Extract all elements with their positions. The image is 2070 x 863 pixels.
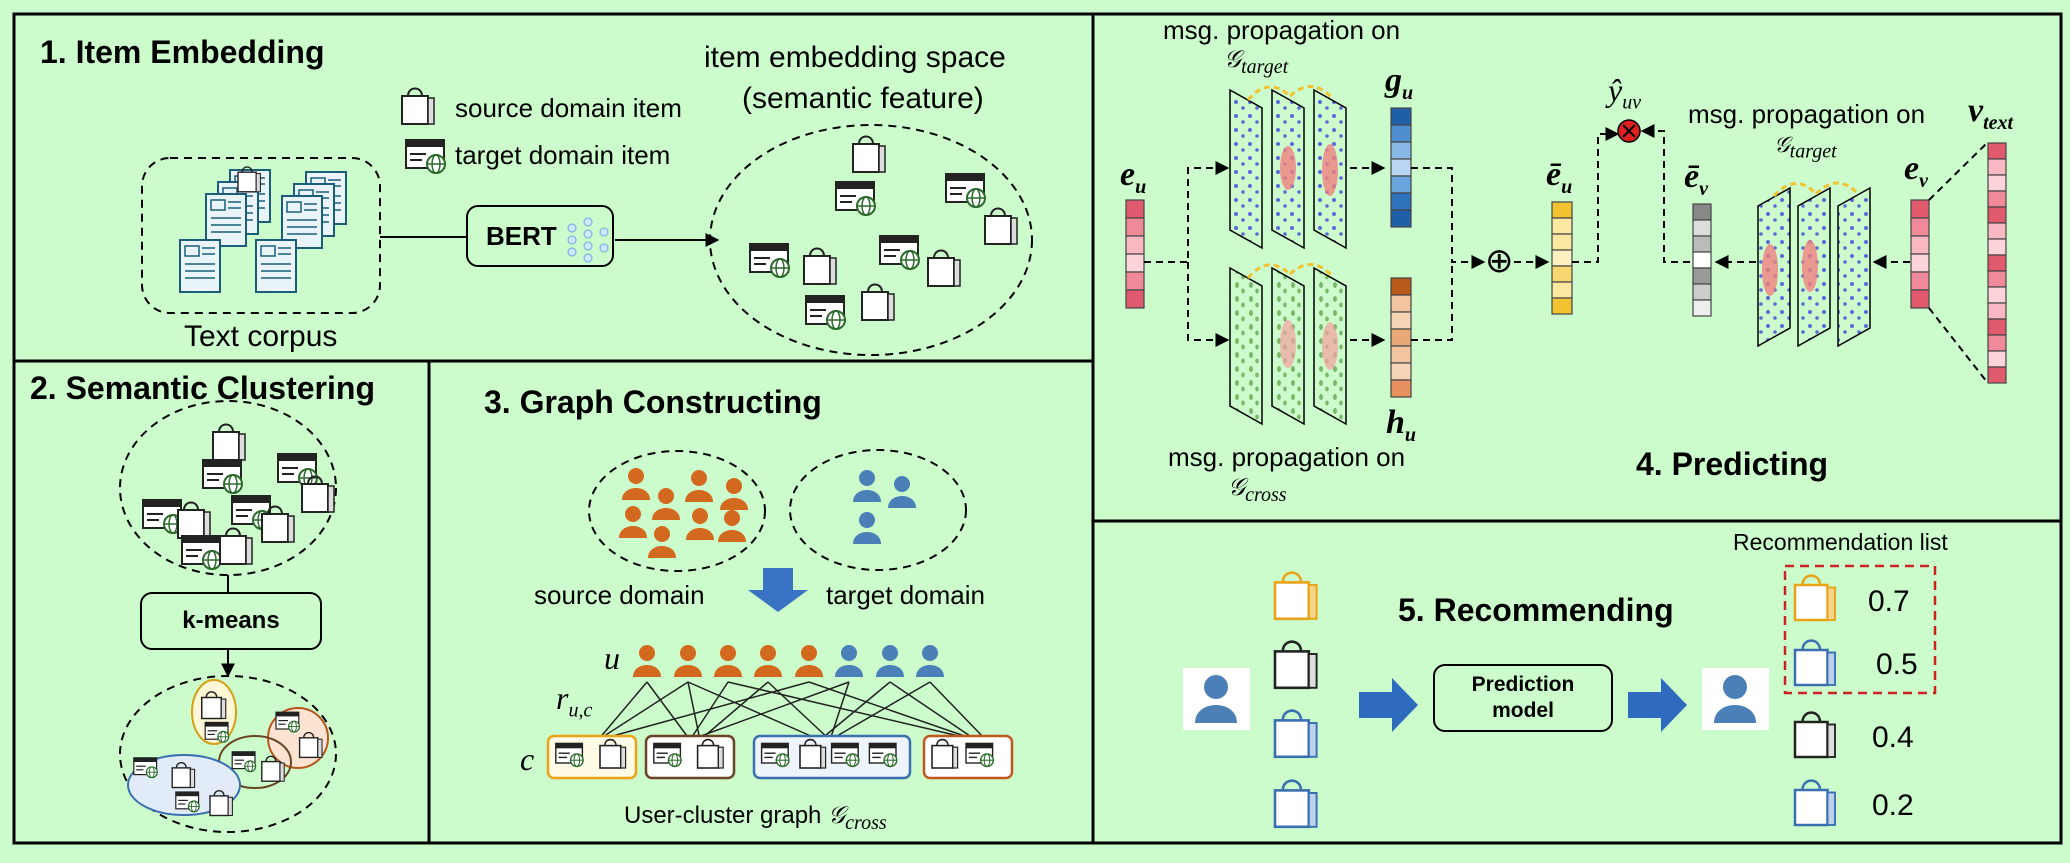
h-u-vector [1390,277,1412,398]
eu-to-score-arrow [1572,127,1620,263]
kmeans-box: k-means [140,592,322,650]
bert-label: BERT [486,220,557,251]
top-k-highlight-box [1783,564,1937,695]
v-text-label: vtext [1968,92,2014,134]
embedding-space-title: item embedding space [704,41,1006,74]
concat-oplus-icon: ⊕ [1485,242,1514,280]
e-bar-v-vector [1692,203,1712,317]
e-u-vector [1125,199,1145,309]
g-u-label: gu [1385,62,1414,104]
e-bar-u-label: ēu [1546,156,1573,198]
e-v-vector [1910,199,1930,309]
cluster-input-space [119,400,337,576]
h-u-label: hu [1386,404,1417,446]
cluster-node-row [546,734,1014,780]
kmeans-label: k-means [182,607,280,634]
score-4: 0.2 [1872,789,1914,822]
legend-target-label: target domain item [455,140,671,170]
panel-borders [12,12,2063,845]
right-arrow-icon [1628,678,1687,732]
section-title-predicting: 4. Predicting [1636,446,1829,482]
ranked-items [1793,574,1837,827]
graph-target-symbol: 𝒢target [1224,47,1289,78]
section-title-graph-constructing: 3. Graph Constructing [484,384,822,420]
cluster-output-space [119,675,337,833]
ev-to-score-arrow [1640,124,1702,263]
target-domain-users [789,449,967,571]
layer-to-vector-arrows [1350,161,1386,347]
e-bar-u-vector [1551,201,1573,315]
prediction-model-label-2: model [1492,699,1554,722]
gnn-layers-cross [1229,263,1347,426]
y-uv-label: ŷuv [1608,72,1642,114]
user-node-row [633,645,944,677]
graph-target-item-symbol: 𝒢target [1774,132,1837,163]
score-multiply-icon [1617,119,1641,143]
score-2: 0.5 [1876,648,1918,681]
msg-propagation-item-label: msg. propagation on [1688,99,1926,129]
user-symbol: u [604,640,620,676]
prediction-model-box: Prediction model [1433,664,1613,732]
prediction-model-label-1: Prediction [1471,672,1575,696]
embedding-space-subtitle: (semantic feature) [742,82,984,115]
bert-network-icon [567,217,609,263]
recommended-user-icon [1702,668,1769,730]
item-embedding-space [709,124,1033,356]
legend-source-label: source domain item [455,93,682,123]
gnn-layers-target [1229,85,1347,250]
graph-caption: User-cluster graph 𝒢cross [624,802,887,834]
text-corpus-label: Text corpus [184,320,338,353]
branch-arrows-left [1144,161,1230,347]
score-3: 0.4 [1872,721,1914,754]
v-text-vector [1987,142,2007,384]
projection-lines [1928,142,1988,383]
source-domain-label: source domain [534,580,705,610]
e-bar-v-label: ēv [1684,158,1708,200]
msg-propagation-target-label: msg. propagation on [1163,15,1401,45]
legend-icons [401,87,446,174]
section-title-recommending: 5. Recommending [1398,592,1674,628]
e-u-label: eu [1120,156,1147,198]
score-1: 0.7 [1868,585,1910,618]
g-u-vector [1390,107,1412,228]
graph-cross-symbol: 𝒢cross [1228,475,1287,506]
edge-symbol: ru,c [556,680,593,722]
target-domain-label: target domain [826,580,985,610]
gnn-layers-item [1757,181,1871,348]
e-v-label: ev [1904,150,1928,192]
source-domain-users [588,450,766,572]
section-title-semantic-clustering: 2. Semantic Clustering [30,370,375,406]
down-arrow-icon [748,568,808,612]
section-title-item-embedding: 1. Item Embedding [40,34,325,70]
cluster-symbol: c [520,741,535,777]
recommendation-list-title: Recommendation list [1733,529,1948,555]
merge-arrows [1411,167,1550,341]
right-arrow-icon [1359,678,1418,732]
query-user-icon [1183,668,1250,730]
bert-box: BERT [466,205,614,267]
msg-propagation-cross-label: msg. propagation on [1168,442,1406,472]
candidate-items [1273,571,1318,829]
text-corpus-group [141,157,381,314]
bipartite-edges [597,681,987,741]
